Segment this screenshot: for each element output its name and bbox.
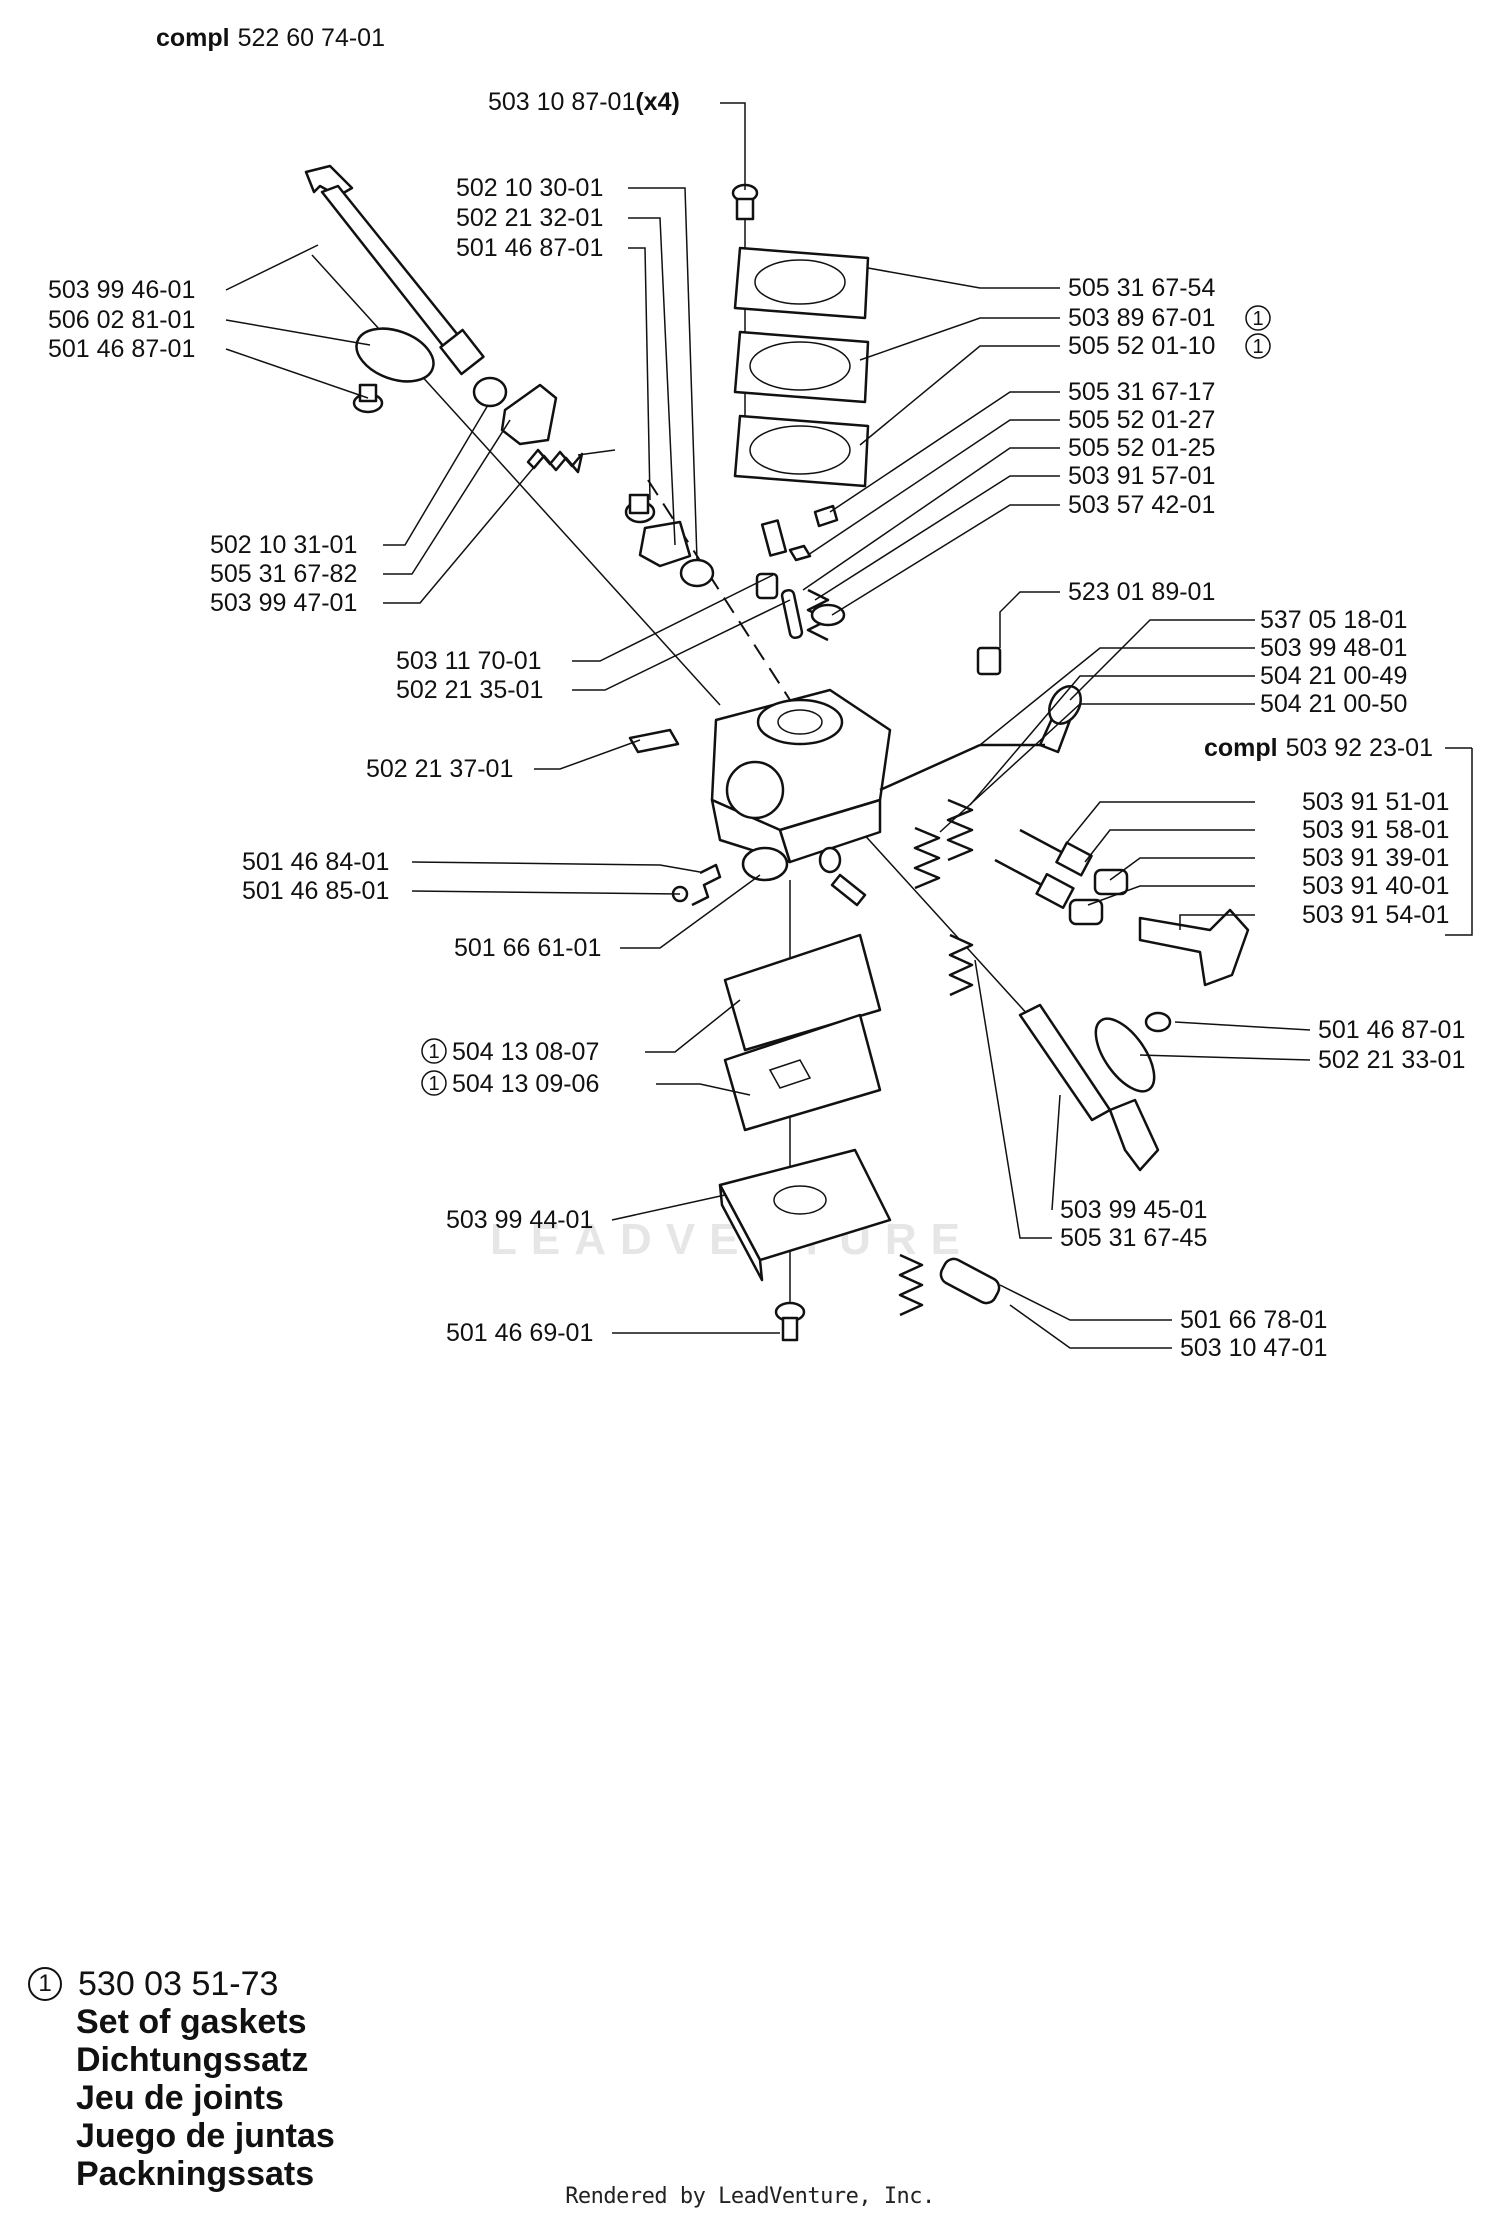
legend-part-number: 530 03 51-73 (78, 1965, 279, 2003)
legend-marker: 1 (28, 1967, 62, 2001)
legend-line: Dichtungssatz (76, 2041, 309, 2079)
label-screw-top: 503 10 87-01(x4) (488, 88, 680, 116)
label-right-gasket: 503 89 67-01 1 (1068, 304, 1271, 332)
label-left: 503 99 46-01 (48, 276, 195, 304)
label-left: 505 31 67-82 (210, 560, 357, 588)
label-right: 503 91 51-01 (1302, 788, 1449, 816)
svg-text:504 13 09-06: 504 13 09-06 (452, 1070, 599, 1098)
elbow-fitting (628, 728, 680, 754)
spring-small (691, 863, 722, 907)
gasket-label-a: 1 504 13 08-07 (421, 1038, 599, 1066)
label-right: 503 99 45-01 (1060, 1196, 1207, 1224)
svg-text:1: 1 (1252, 308, 1263, 330)
legend-line: Packningssats (76, 2155, 315, 2193)
label-left: 503 99 47-01 (210, 589, 357, 617)
idle-screw (939, 1257, 1001, 1305)
label-right: 505 52 01-25 (1068, 434, 1215, 462)
washer-left (472, 376, 508, 408)
legend-line: Set of gaskets (76, 2003, 307, 2041)
choke-shaft (948, 933, 1172, 1172)
label-left: 501 46 87-01 (48, 335, 195, 363)
axis-line (647, 479, 791, 701)
label-left: 502 21 35-01 (396, 676, 543, 704)
carburetor-body (710, 688, 892, 864)
gasket-label-b: 1 504 13 09-06 (421, 1070, 599, 1098)
label-right-gasket: 505 52 01-10 1 (1068, 332, 1271, 360)
screw-top (731, 183, 759, 221)
spring-left (526, 448, 616, 474)
label-right: 503 91 58-01 (1302, 816, 1449, 844)
label-left: 502 21 37-01 (366, 755, 513, 783)
label-left: 503 99 44-01 (446, 1206, 593, 1234)
svg-text:505 52 01-10: 505 52 01-10 (1068, 332, 1215, 360)
label-right: 523 01 89-01 (1068, 578, 1215, 606)
throttle-plate (355, 327, 435, 383)
cover-plate (733, 246, 870, 320)
bracket-middle (624, 493, 715, 588)
throttle-lever (500, 383, 558, 446)
legend-number-row: 1 530 03 51-73 (28, 1965, 335, 2003)
label-left: 503 11 70-01 (396, 647, 542, 675)
label-right: 503 10 47-01 (1180, 1334, 1327, 1362)
metering-gasket (723, 1013, 882, 1132)
label-right: 505 52 01-27 (1068, 406, 1215, 434)
label-right: 501 46 87-01 (1318, 1016, 1465, 1044)
leader-lines (225, 102, 1473, 1349)
label-left: 502 10 30-01 (456, 174, 603, 202)
label-right: 505 31 67-45 (1060, 1224, 1207, 1252)
label-left: 501 46 69-01 (446, 1319, 593, 1347)
gasket-set-legend: 1 530 03 51-73 Set of gaskets Dichtungss… (28, 1965, 335, 2193)
label-right: 537 05 18-01 (1260, 606, 1407, 634)
legend-line: Juego de juntas (76, 2117, 335, 2155)
svg-text:1: 1 (1252, 336, 1263, 358)
label-right: 504 21 00-49 (1260, 662, 1407, 690)
label-left: 502 21 32-01 (456, 204, 603, 232)
spring-bottom (898, 1253, 924, 1317)
label-right: 501 66 78-01 (1180, 1306, 1327, 1334)
label-right: 503 57 42-01 (1068, 491, 1215, 519)
footer-credit: Rendered by LeadVenture, Inc. (565, 2184, 935, 2209)
label-left: 501 66 61-01 (454, 934, 601, 962)
label-left: 501 46 85-01 (242, 877, 389, 905)
screw-body (818, 846, 867, 907)
svg-text:504 13 08-07: 504 13 08-07 (452, 1038, 599, 1066)
label-left: 506 02 81-01 (48, 306, 195, 334)
filter-screen (741, 846, 789, 882)
label-right: 503 91 54-01 (1302, 901, 1449, 929)
metering-cover (718, 1148, 892, 1282)
label-right: 503 91 40-01 (1302, 872, 1449, 900)
plug (976, 646, 1002, 676)
choke-rod (879, 685, 1082, 792)
legend-line: Jeu de joints (76, 2079, 284, 2117)
screw-small-left (352, 383, 384, 414)
label-right: 502 21 33-01 (1318, 1046, 1465, 1074)
label-right: 505 31 67-17 (1068, 378, 1215, 406)
label-left: 502 10 31-01 (210, 531, 357, 559)
screw-bottom (774, 1301, 806, 1342)
throttle-shaft (304, 164, 485, 376)
svg-text:503 89 67-01: 503 89 67-01 (1068, 304, 1215, 332)
label-right: 503 91 57-01 (1068, 462, 1215, 490)
adjust-screws (913, 798, 1250, 987)
label-right: 505 31 67-54 (1068, 274, 1215, 302)
label-left: 501 46 84-01 (242, 848, 389, 876)
needle-parts (755, 504, 846, 642)
svg-text:1: 1 (428, 1073, 439, 1095)
svg-text:1: 1 (428, 1041, 439, 1063)
label-right: 503 99 48-01 (1260, 634, 1407, 662)
label-left: 501 46 87-01 (456, 234, 603, 262)
label-right: 503 91 39-01 (1302, 844, 1449, 872)
label-right: 504 21 00-50 (1260, 690, 1407, 718)
